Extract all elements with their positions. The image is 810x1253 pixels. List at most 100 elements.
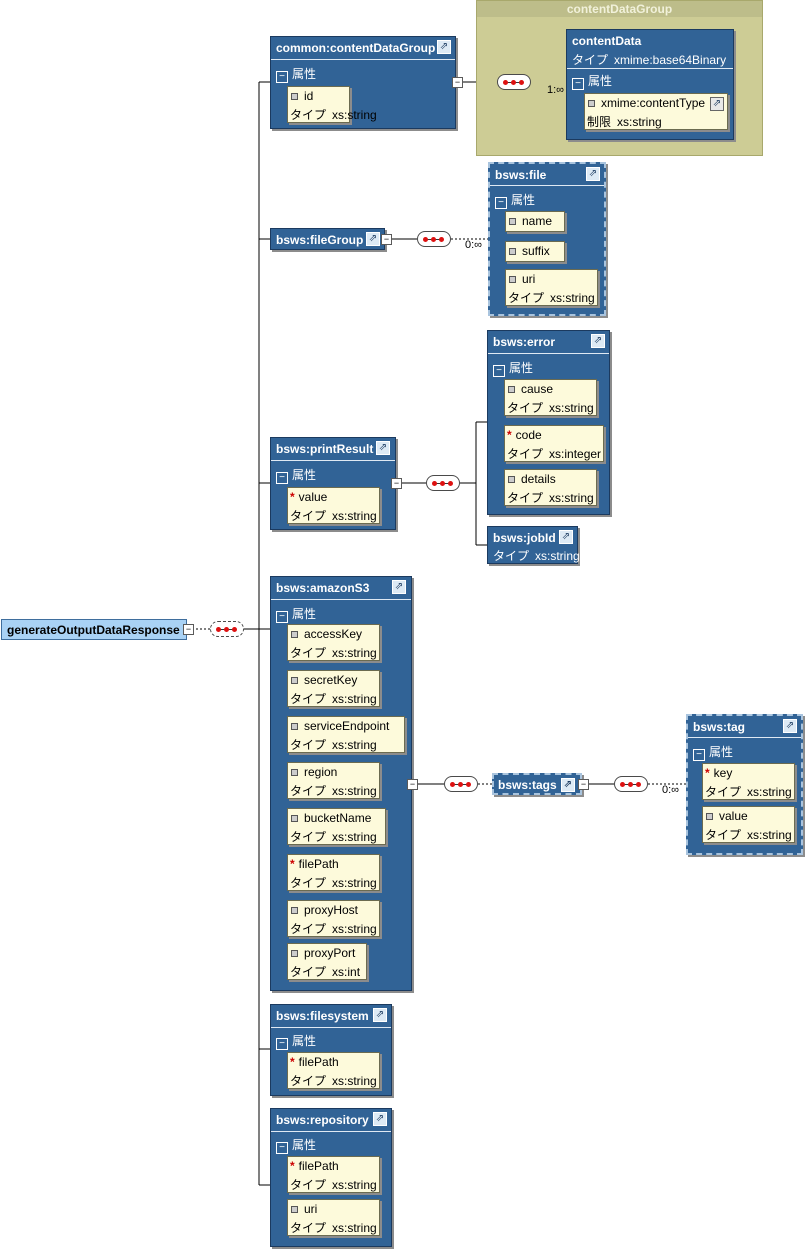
collapse-icon: − <box>493 365 505 377</box>
attribute-icon <box>291 92 298 100</box>
required-icon: * <box>705 766 710 780</box>
attribute-icon <box>509 217 516 225</box>
attributes-header: −属性 <box>276 1032 316 1050</box>
link-icon[interactable]: ⇗ <box>586 167 600 181</box>
occurrence-label: 1:∞ <box>547 84 565 96</box>
group-title: contentDataGroup <box>477 1 762 17</box>
attribute-icon <box>706 812 713 820</box>
sequence-compositor[interactable] <box>417 231 451 247</box>
sequence-compositor[interactable] <box>497 74 531 90</box>
required-icon: * <box>290 857 295 871</box>
sequence-compositor[interactable] <box>210 621 244 637</box>
collapse-icon: − <box>276 472 288 484</box>
attribute-icon <box>291 630 298 638</box>
link-icon[interactable]: ⇗ <box>710 97 724 111</box>
attribute-suffix[interactable]: suffix <box>505 241 565 262</box>
collapse-icon: − <box>693 749 705 761</box>
required-icon: * <box>290 490 295 504</box>
sequence-compositor[interactable] <box>614 776 648 792</box>
attribute-icon <box>508 475 515 483</box>
attribute-icon <box>588 99 595 107</box>
attributes-header: −属性 <box>276 466 316 484</box>
attribute-icon <box>508 385 515 393</box>
collapse-toggle[interactable]: − <box>578 779 589 790</box>
collapse-toggle[interactable]: − <box>452 77 463 88</box>
attributes-header: −属性 <box>495 191 535 209</box>
node-title: bsws:tag <box>693 720 746 734</box>
collapse-toggle[interactable]: − <box>183 624 194 635</box>
collapse-icon: − <box>276 611 288 623</box>
link-icon[interactable]: ⇗ <box>559 530 573 544</box>
link-icon[interactable]: ⇗ <box>437 40 451 54</box>
sequence-compositor[interactable] <box>444 776 478 792</box>
collapse-toggle[interactable]: − <box>381 234 392 245</box>
attributes-header: −属性 <box>276 1136 316 1154</box>
tags-node[interactable]: bsws:tags ⇗ <box>492 773 582 795</box>
sequence-compositor[interactable] <box>426 475 460 491</box>
node-title: common:contentDataGroup <box>276 41 436 55</box>
link-icon[interactable]: ⇗ <box>373 1008 387 1022</box>
collapse-icon: − <box>495 197 507 209</box>
node-title: bsws:filesystem <box>276 1009 369 1023</box>
node-title: bsws:jobId <box>493 531 556 545</box>
link-icon[interactable]: ⇗ <box>373 1112 387 1126</box>
link-icon[interactable]: ⇗ <box>376 441 390 455</box>
attributes-header: −属性 <box>572 72 612 90</box>
node-title: bsws:tags <box>498 778 557 792</box>
attribute-name[interactable]: name <box>505 211 565 232</box>
link-icon[interactable]: ⇗ <box>591 334 605 348</box>
link-icon[interactable]: ⇗ <box>561 778 575 792</box>
link-icon[interactable]: ⇗ <box>366 232 380 246</box>
element-title: contentData <box>572 34 642 48</box>
attribute-icon <box>291 949 298 957</box>
attributes-header: −属性 <box>493 359 533 377</box>
file-group-node[interactable]: bsws:fileGroup ⇗ <box>270 228 385 250</box>
collapse-toggle[interactable]: − <box>391 478 402 489</box>
link-icon[interactable]: ⇗ <box>783 719 797 733</box>
node-title: bsws:error <box>493 335 556 349</box>
collapse-icon: − <box>276 1142 288 1154</box>
attribute-icon <box>291 768 298 776</box>
node-title: bsws:repository <box>276 1113 369 1127</box>
link-icon[interactable]: ⇗ <box>392 580 406 594</box>
root-element[interactable]: generateOutputDataResponse <box>1 619 187 640</box>
node-title: bsws:amazonS3 <box>276 581 370 595</box>
collapse-toggle[interactable]: − <box>407 779 418 790</box>
collapse-icon: − <box>572 78 584 90</box>
required-icon: * <box>290 1055 295 1069</box>
attribute-icon <box>291 1205 298 1213</box>
